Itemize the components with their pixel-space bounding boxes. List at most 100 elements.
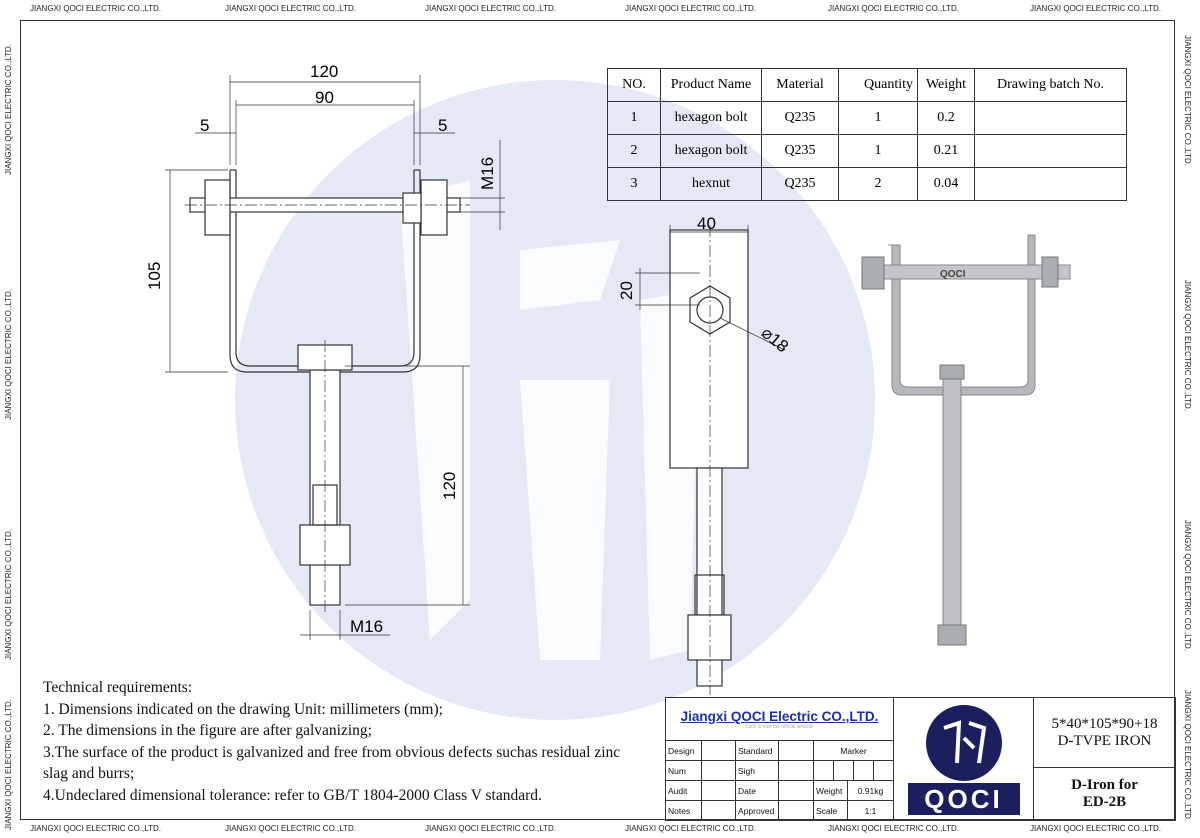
cell: hexnut	[660, 167, 762, 201]
cell: Q235	[761, 134, 839, 168]
dim-120-width: 120	[310, 62, 339, 81]
label-scale: Scale	[814, 801, 848, 821]
border-watermark: JIANGXI QOCI ELECTRIC CO.,LTD.	[225, 4, 356, 13]
border-watermark: JIANGXI QOCI ELECTRIC CO.,LTD.	[225, 824, 356, 833]
dim-90-width: 90	[315, 88, 334, 107]
logo-seal-icon	[925, 705, 1002, 781]
dim-20: 20	[617, 281, 636, 300]
border-watermark: JIANGXI QOCI ELECTRIC CO.,LTD.	[4, 44, 13, 175]
label-date: Date	[736, 781, 779, 801]
value-approved	[779, 801, 814, 821]
technical-requirements: Technical requirements: 1. Dimensions in…	[43, 677, 643, 806]
value-scale: 1:1	[848, 801, 894, 821]
product-name-line2: ED-2B	[1082, 794, 1127, 810]
marker-cell	[814, 761, 834, 781]
border-watermark: JIANGXI QOCI ELECTRIC CO.,LTD.	[4, 289, 13, 420]
header-drawing-batch: Drawing batch No.	[974, 68, 1127, 102]
tech-title: Technical requirements:	[43, 679, 193, 696]
border-watermark: JIANGXI QOCI ELECTRIC CO.,LTD.	[1183, 520, 1192, 651]
label-approved: Approved	[736, 801, 779, 821]
table-header-row: NO. Product Name Material Quantity Weigh…	[607, 68, 1127, 102]
photo-brand-mark: QOCI	[940, 269, 966, 280]
value-design	[702, 741, 736, 761]
dim-5-left: 5	[200, 116, 210, 135]
cell: Q235	[761, 167, 839, 201]
border-watermark: JIANGXI QOCI ELECTRIC CO.,LTD.	[425, 4, 556, 13]
label-standard: Standard	[736, 741, 779, 761]
title-block: Jiangxi QOCI Electric CO.,LTD. Click to …	[665, 697, 1176, 821]
value-notes	[702, 801, 736, 821]
cell: 2	[607, 134, 661, 168]
dim-120-bolt-length: 120	[440, 471, 459, 500]
border-watermark: JIANGXI QOCI ELECTRIC CO.,LTD.	[828, 4, 959, 13]
header-product-name: Product Name	[660, 68, 762, 102]
product-photo: QOCI	[861, 234, 1071, 646]
dim-105-height: 105	[145, 261, 164, 290]
product-type: D-TVPE IRON	[1057, 732, 1152, 749]
value-num	[702, 761, 736, 781]
tech-item: 3.The surface of the product is galvaniz…	[43, 743, 621, 783]
marker-cell	[854, 761, 874, 781]
value-sigh	[779, 761, 814, 781]
border-watermark: JIANGXI QOCI ELECTRIC CO.,LTD.	[4, 529, 13, 660]
marker-cell	[874, 761, 894, 781]
cell: 2	[838, 167, 918, 201]
border-watermark: JIANGXI QOCI ELECTRIC CO.,LTD.	[1030, 824, 1161, 833]
cell: hexagon bolt	[660, 101, 762, 135]
value-audit	[702, 781, 736, 801]
dim-5-right: 5	[438, 116, 448, 135]
border-watermark: JIANGXI QOCI ELECTRIC CO.,LTD.	[625, 824, 756, 833]
company-link[interactable]: Jiangxi QOCI Electric CO.,LTD.	[680, 708, 879, 724]
border-watermark: JIANGXI QOCI ELECTRIC CO.,LTD.	[1183, 690, 1192, 821]
label-design: Design	[666, 741, 702, 761]
value-date	[779, 781, 814, 801]
marker-cell	[834, 761, 854, 781]
cell: 1	[607, 101, 661, 135]
cell: 1	[838, 101, 918, 135]
label-audit: Audit	[666, 781, 702, 801]
label-weight: Weight	[814, 781, 848, 801]
border-watermark: JIANGXI QOCI ELECTRIC CO.,LTD.	[1183, 280, 1192, 411]
value-standard	[779, 741, 814, 761]
dim-m16-horizontal-bolt: M16	[478, 156, 497, 190]
cell: 0.04	[917, 167, 975, 201]
header-no: NO.	[607, 68, 661, 102]
border-watermark: JIANGXI QOCI ELECTRIC CO.,LTD.	[30, 4, 161, 13]
cell	[974, 101, 1127, 135]
tech-item: 4.Undeclared dimensional tolerance: refe…	[43, 786, 542, 804]
product-name-line1: D-Iron for	[1071, 777, 1138, 793]
cell: hexagon bolt	[660, 134, 762, 168]
border-watermark: JIANGXI QOCI ELECTRIC CO.,LTD.	[625, 4, 756, 13]
label-sigh: Sigh	[736, 761, 779, 781]
cell: 0.2	[917, 101, 975, 135]
parts-table: NO. Product Name Material Quantity Weigh…	[607, 68, 1127, 201]
tech-item: 2. The dimensions in the figure are afte…	[43, 722, 372, 739]
company-subtext: Click to visit the official website	[745, 723, 814, 730]
border-watermark: JIANGXI QOCI ELECTRIC CO.,LTD.	[425, 824, 556, 833]
dim-40-width: 40	[697, 214, 716, 233]
border-watermark: JIANGXI QOCI ELECTRIC CO.,LTD.	[1030, 4, 1161, 13]
product-spec: 5*40*105*90+18	[1051, 715, 1158, 732]
label-notes: Notes	[666, 801, 702, 821]
company-logo: QOCI	[894, 698, 1034, 821]
label-num: Num	[666, 761, 702, 781]
cell: Q235	[761, 101, 839, 135]
header-quantity: Quantity	[838, 68, 918, 102]
tech-item: 1. Dimensions indicated on the drawing U…	[43, 700, 443, 718]
border-watermark: JIANGXI QOCI ELECTRIC CO.,LTD.	[828, 824, 959, 833]
logo-wordmark: QOCI	[907, 783, 1020, 815]
header-material: Material	[761, 68, 839, 102]
front-view	[165, 75, 505, 640]
border-watermark: JIANGXI QOCI ELECTRIC CO.,LTD.	[30, 824, 161, 833]
side-view	[635, 225, 786, 695]
drawing-frame	[20, 20, 1175, 820]
value-weight: 0.91kg	[848, 781, 894, 801]
dim-m16-vertical-bolt: M16	[350, 617, 384, 636]
cell	[974, 134, 1127, 168]
border-watermark: JIANGXI QOCI ELECTRIC CO.,LTD.	[4, 699, 13, 830]
